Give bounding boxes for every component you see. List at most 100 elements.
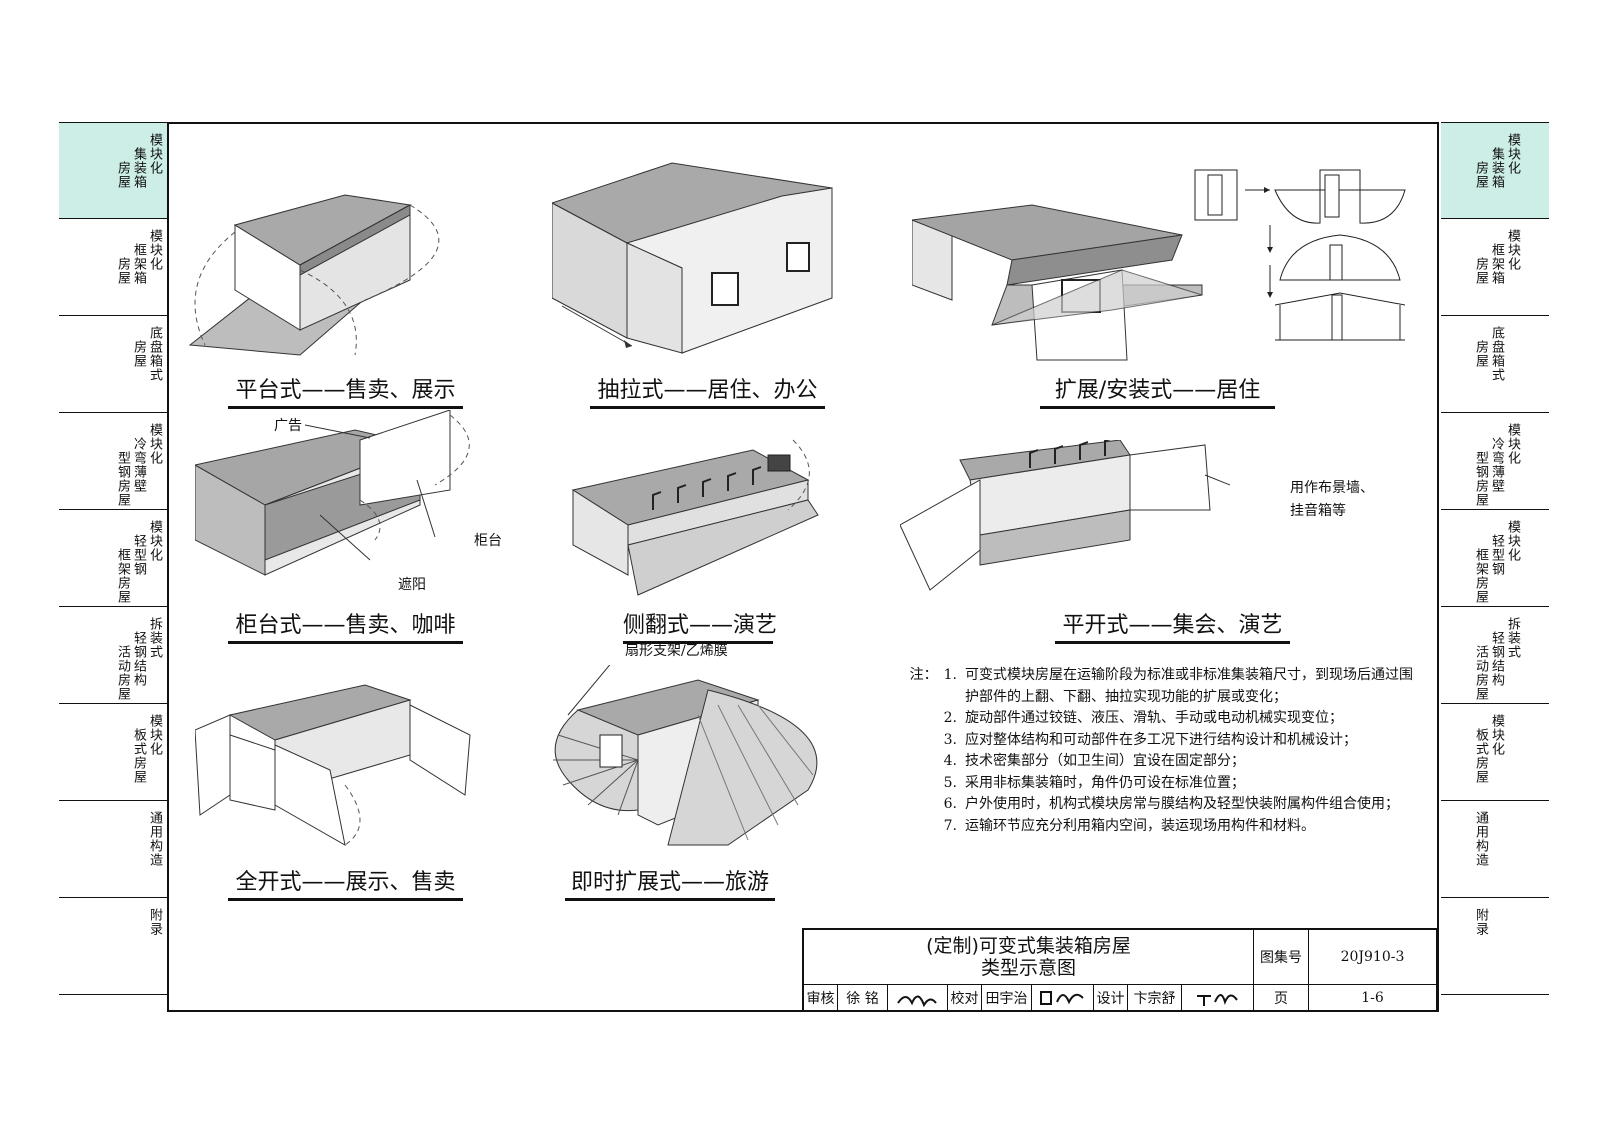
platform-figure — [188, 194, 440, 356]
right-tab-5[interactable]: 模块化轻型钢框架房屋 — [1441, 510, 1549, 607]
sideflip-figure — [571, 439, 819, 596]
left-tab-3[interactable]: 底盘箱式房屋 — [59, 316, 167, 413]
right-tab-1[interactable]: 模块化集装箱房屋 — [1441, 122, 1549, 219]
left-tab-2-text-2: 框架箱 — [131, 243, 146, 285]
left-tab-4[interactable]: 模块化冷弯薄壁型钢房屋 — [59, 413, 167, 510]
right-tab-7-text-2: 板式房屋 — [1473, 728, 1488, 784]
atlas-label: 图集号 — [1254, 930, 1309, 985]
right-tab-8[interactable]: 通用构造 — [1441, 801, 1549, 898]
right-tab-2-text-1: 模块化 — [1505, 229, 1520, 271]
drawing-title: (定制)可变式集装箱房屋 类型示意图 — [804, 930, 1254, 985]
right-tab-9-text-1: 附录 — [1473, 908, 1488, 936]
left-tab-1-text-1: 模块化 — [147, 133, 162, 175]
left-tab-8-text-1: 通用构造 — [147, 811, 162, 867]
left-tab-7-text-1: 模块化 — [147, 714, 162, 756]
right-tab-6-text-1: 拆装式 — [1505, 617, 1520, 659]
right-tab-3-text-2: 房屋 — [1473, 340, 1488, 368]
page-label: 页 — [1254, 985, 1309, 1011]
right-tab-1-text-3: 房屋 — [1473, 161, 1488, 189]
right-tab-5-text-3: 框架房屋 — [1473, 548, 1488, 604]
right-tab-2[interactable]: 模块化框架箱房屋 — [1441, 219, 1549, 316]
label-ad: 广告 — [274, 418, 302, 434]
review-label: 审核 — [804, 985, 838, 1011]
drawing-title-line1: (定制)可变式集装箱房屋 — [926, 935, 1131, 957]
left-tab-1-text-2: 集装箱 — [131, 147, 146, 189]
left-tab-7-text-2: 板式房屋 — [131, 728, 146, 784]
right-tab-6[interactable]: 拆装式轻钢结构活动房屋 — [1441, 607, 1549, 704]
note-item: 7.运输环节应充分利用箱内空间，装运现场用构件和材料。 — [897, 816, 1417, 838]
right-tab-4-text-3: 型钢房屋 — [1473, 451, 1488, 507]
note-number-text: 2. — [943, 710, 957, 726]
left-tab-7[interactable]: 模块化板式房屋 — [59, 704, 167, 801]
note-text: 旋动部件通过铰链、液压、滑轨、手动或电动机械实现变位； — [965, 710, 1343, 726]
drawer-caption: 抽拉式——居住、办公 — [590, 372, 825, 409]
page-number: 1-6 — [1309, 985, 1437, 1011]
left-tab-6-text-1: 拆装式 — [147, 617, 162, 659]
right-tab-2-text-3: 房屋 — [1473, 257, 1488, 285]
left-tab-4-text-2: 冷弯薄壁 — [131, 437, 146, 493]
right-tab-4-text-1: 模块化 — [1505, 423, 1520, 465]
right-tab-4[interactable]: 模块化冷弯薄壁型钢房屋 — [1441, 413, 1549, 510]
left-tab-6-text-2: 轻钢结构 — [131, 631, 146, 687]
left-tab-5[interactable]: 模块化轻型钢框架房屋 — [59, 510, 167, 607]
atlas-number: 20J910-3 — [1309, 930, 1437, 985]
note-item: 2. 旋动部件通过铰链、液压、滑轨、手动或电动机械实现变位； — [897, 708, 1417, 730]
label-counter: 柜台 — [474, 533, 502, 549]
right-tab-5-text-1: 模块化 — [1505, 520, 1520, 562]
drawing-title-line2: 类型示意图 — [980, 957, 1076, 979]
left-tab-6[interactable]: 拆装式轻钢结构活动房屋 — [59, 607, 167, 704]
left-tab-9[interactable]: 附录 — [59, 898, 167, 995]
left-tab-5-text-1: 模块化 — [147, 520, 162, 562]
note-text: 可变式模块房屋在运输阶段为标准或非标准集装箱尺寸，到现场后通过围护部件的上翻、下… — [965, 667, 1413, 705]
left-tab-9-text-1: 附录 — [147, 908, 162, 936]
note-number: 2. — [897, 708, 965, 730]
left-tab-8[interactable]: 通用构造 — [59, 801, 167, 898]
note-item: 4.技术密集部分（如卫生间）宜设在固定部分； — [897, 751, 1417, 773]
note-number: 3. — [897, 730, 965, 752]
left-tab-1-text-3: 房屋 — [115, 161, 130, 189]
label-scenery-line2: 挂音箱等 — [1290, 503, 1346, 519]
note-number: 4. — [897, 751, 965, 773]
left-tab-3-text-2: 房屋 — [131, 340, 146, 368]
note-text: 采用非标集装箱时，角件仍可设在标准位置； — [965, 774, 1245, 791]
note-item: 3.应对整体结构和可动部件在多工况下进行结构设计和机械设计； — [897, 730, 1417, 752]
designer-signature — [1182, 985, 1254, 1011]
left-tab-2-text-3: 房屋 — [115, 257, 130, 285]
left-tab-1[interactable]: 模块化集装箱房屋 — [59, 122, 167, 219]
design-label: 设计 — [1094, 985, 1128, 1011]
right-tab-9[interactable]: 附录 — [1441, 898, 1549, 995]
flatopen-caption: 平开式——集会、演艺 — [1055, 607, 1290, 644]
sideflip-caption: 侧翻式——演艺 — [623, 607, 777, 644]
note-number: 6. — [897, 794, 965, 816]
note-text: 应对整体结构和可动部件在多工况下进行结构设计和机械设计； — [965, 731, 1357, 748]
check-label: 校对 — [948, 985, 982, 1011]
right-tab-8-text-1: 通用构造 — [1473, 811, 1488, 867]
note-number-text: 7. — [943, 817, 957, 834]
note-number: 5. — [897, 773, 965, 795]
drawing-frame — [167, 122, 1439, 1012]
left-tab-4-text-3: 型钢房屋 — [115, 451, 130, 507]
label-shade: 遮阳 — [398, 577, 426, 593]
left-tab-2[interactable]: 模块化框架箱房屋 — [59, 219, 167, 316]
left-tab-6-text-3: 活动房屋 — [115, 645, 130, 701]
platform-caption: 平台式——售卖、展示 — [228, 372, 463, 409]
right-tab-3[interactable]: 底盘箱式房屋 — [1441, 316, 1549, 413]
flatopen-figure — [900, 440, 1230, 591]
checker-name: 田宇治 — [982, 985, 1032, 1011]
note-number-text: 5. — [943, 774, 957, 791]
note-number-text: 6. — [943, 796, 957, 812]
label-fan-frame: 扇形支架/乙烯膜 — [625, 643, 728, 659]
right-tab-1-text-1: 模块化 — [1505, 133, 1520, 175]
note-number: 注：1. — [897, 665, 965, 708]
counter-figure — [195, 410, 470, 576]
checker-signature — [1032, 985, 1094, 1011]
right-tab-7[interactable]: 模块化板式房屋 — [1441, 704, 1549, 801]
right-tab-7-text-1: 模块化 — [1489, 714, 1504, 756]
expand-figure — [912, 204, 1203, 361]
notes-block: 注：1.可变式模块房屋在运输阶段为标准或非标准集装箱尺寸，到现场后通过围护部件的… — [897, 665, 1417, 837]
right-tab-4-text-2: 冷弯薄壁 — [1489, 437, 1504, 493]
expand-steps-figure — [1194, 169, 1406, 341]
designer-name: 卞宗舒 — [1128, 985, 1182, 1011]
right-tab-5-text-2: 轻型钢 — [1489, 534, 1504, 576]
drawer-figure — [552, 162, 833, 354]
